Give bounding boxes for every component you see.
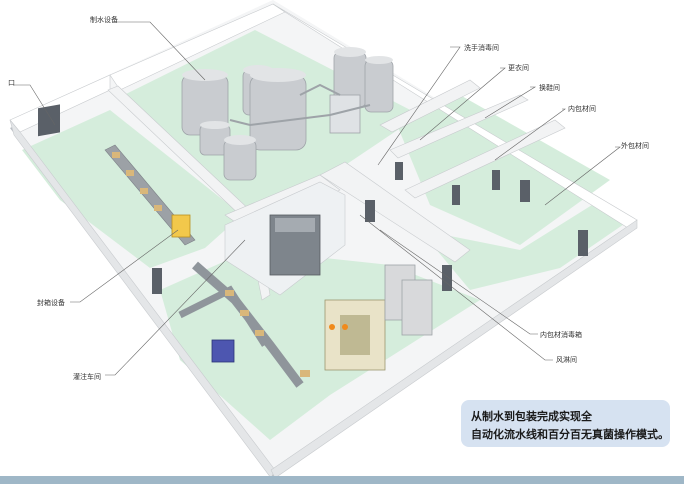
leader-outer-material <box>544 146 621 206</box>
label-changing-room: 更衣间 <box>508 64 529 72</box>
leader-hand-disinfection <box>377 46 461 166</box>
label-shoe-change: 换鞋间 <box>539 84 560 92</box>
filling-machine-top <box>275 218 315 232</box>
door-8 <box>152 268 162 294</box>
bottom-bar <box>0 476 684 484</box>
door-7 <box>442 265 452 291</box>
leader-door-left <box>14 84 56 126</box>
label-hand-disinfection: 洗手消毒间 <box>464 44 499 52</box>
label-filling-workshop: 灌注车间 <box>73 373 101 381</box>
wall-right-front <box>270 219 638 479</box>
box <box>240 310 249 316</box>
label-inner-material: 内包材间 <box>568 105 596 113</box>
box <box>255 330 264 336</box>
water-tank <box>223 139 257 181</box>
wall-inner-3 <box>319 161 471 263</box>
box <box>154 205 162 211</box>
wall-inner-5 <box>389 94 529 159</box>
box <box>112 152 120 158</box>
pipework <box>229 104 371 127</box>
caption-line-2: 自动化流水线和百分百无真菌操作模式。 <box>471 428 669 441</box>
pipework <box>299 83 341 96</box>
tall-cabinet <box>401 279 433 336</box>
leader-inner-material <box>494 108 566 161</box>
leader-disinfection-cabinet <box>379 229 538 335</box>
water-tank-top <box>334 47 366 57</box>
wall-inner-4 <box>379 79 481 133</box>
leader-air-shower <box>359 214 553 361</box>
water-tank <box>249 74 307 151</box>
door-5 <box>520 180 530 202</box>
label-water-equipment: 制水设备 <box>90 16 118 24</box>
leader-water-equipment <box>115 21 206 81</box>
door-6 <box>578 230 588 256</box>
caption-box: 从制水到包装完成实现全 自动化流水线和百分百无真菌操作模式。 <box>461 400 670 447</box>
box <box>140 188 148 194</box>
door-2 <box>365 200 375 222</box>
floor-bottom-right <box>420 200 630 290</box>
label-door-left: 口 <box>8 79 15 87</box>
valve <box>342 324 348 330</box>
box <box>300 370 310 377</box>
sealing-machine <box>171 214 191 238</box>
leader-filling-workshop <box>105 239 246 376</box>
valve <box>329 324 335 330</box>
leader-shoe-change <box>484 86 537 119</box>
wall-inner-6 <box>404 119 566 199</box>
door-1 <box>38 104 60 137</box>
door-3 <box>452 185 460 205</box>
label-inner-material-disinfection-cabinet: 内包材消毒箱 <box>540 331 582 339</box>
box <box>225 290 234 296</box>
box <box>126 170 134 176</box>
label-outer-material: 外包材间 <box>621 142 649 150</box>
water-tank-top <box>224 135 256 145</box>
door-9 <box>395 162 403 180</box>
label-sealing-equipment: 封箱设备 <box>37 299 65 307</box>
leader-sealing-equipment <box>70 229 179 303</box>
label-air-shower: 风淋间 <box>556 356 577 364</box>
packing-machine <box>211 339 235 363</box>
water-tank-top <box>200 121 230 129</box>
leader-changing-room <box>419 67 506 141</box>
water-tanks <box>181 47 394 181</box>
water-tank-top <box>182 69 228 81</box>
water-tank-top <box>250 68 306 82</box>
caption-line-1: 从制水到包装完成实现全 <box>471 410 592 423</box>
door-4 <box>492 170 500 190</box>
sterilization-cabinet-window <box>340 315 370 355</box>
water-tank-top <box>365 56 393 64</box>
